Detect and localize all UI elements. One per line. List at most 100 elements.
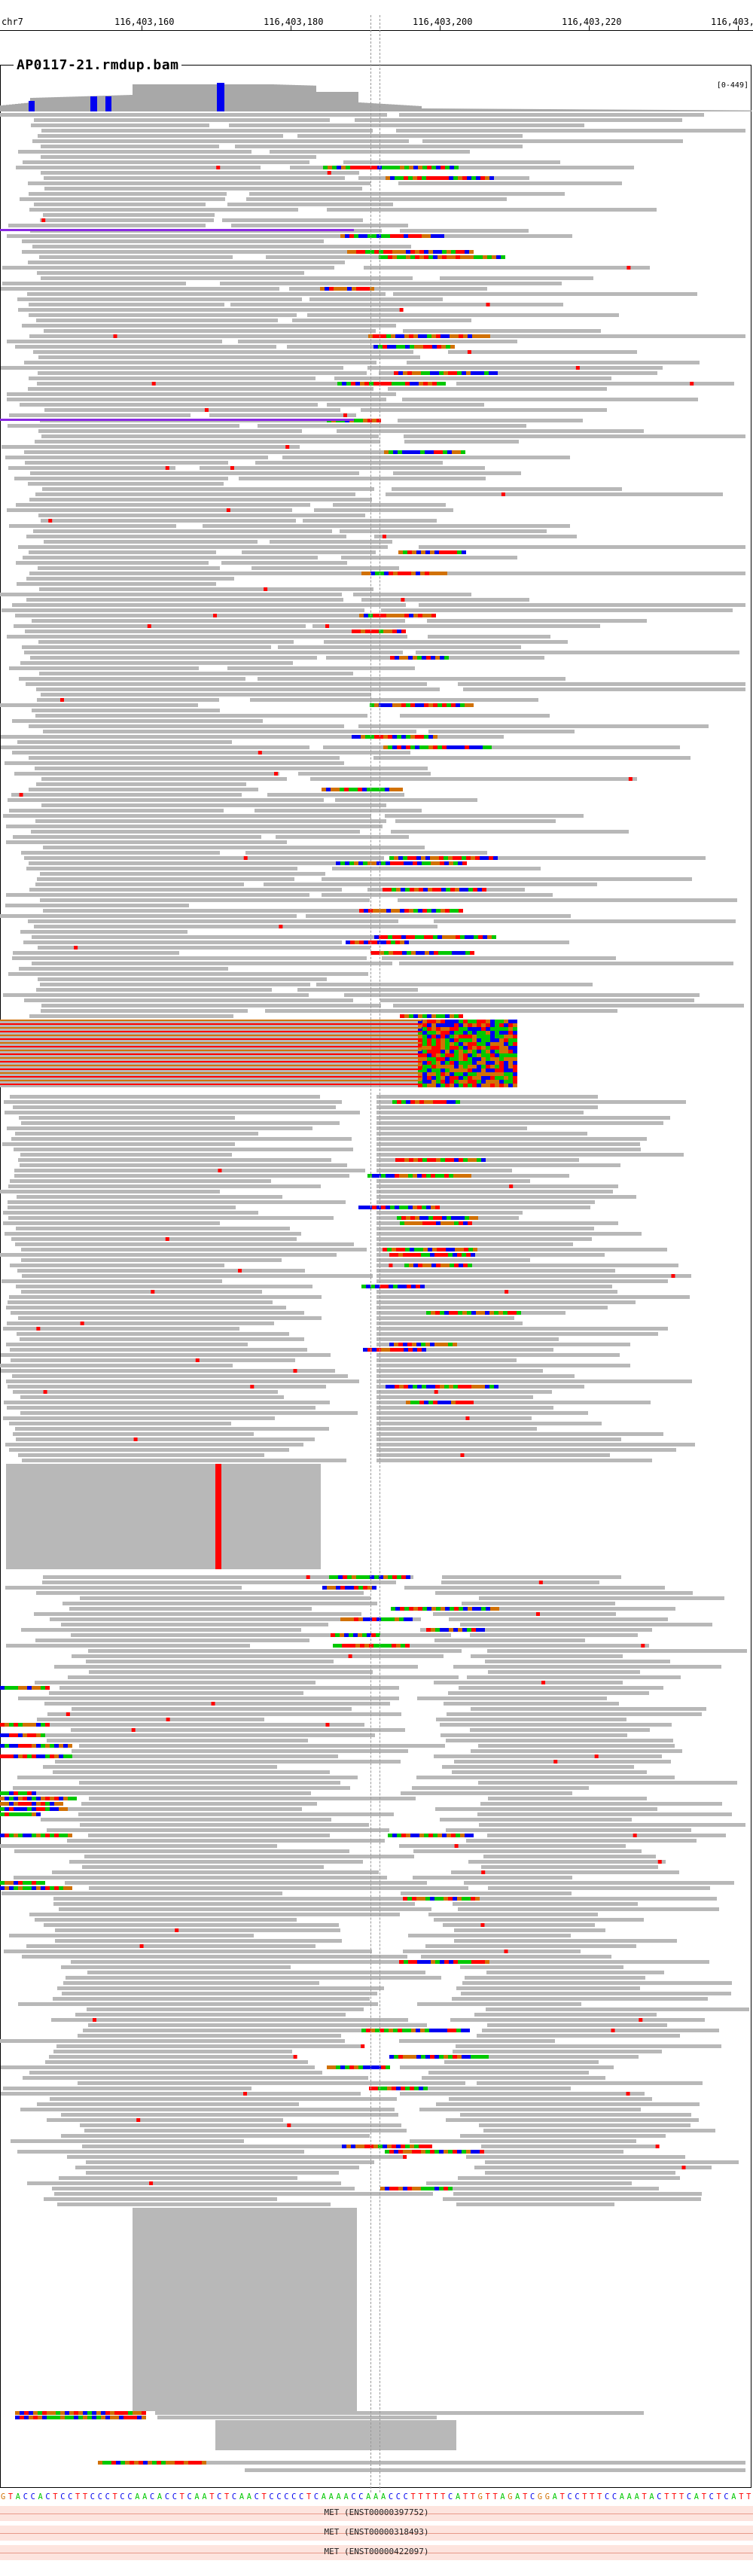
mismatch-base [513, 1035, 517, 1038]
read [227, 203, 393, 206]
mismatch-base [412, 1253, 416, 1257]
mismatch-base [477, 1035, 481, 1038]
tick-label: 116,403,220 [562, 17, 622, 27]
read [16, 1227, 290, 1230]
mismatch-base [454, 1607, 459, 1611]
read [203, 524, 570, 528]
mismatch-base [403, 2187, 407, 2190]
read [133, 2260, 357, 2264]
mismatch-base [398, 1253, 403, 1257]
read [20, 1395, 284, 1399]
mismatch-base [436, 1607, 441, 1611]
mismatch-base [513, 1061, 517, 1065]
mismatch-base [481, 1057, 486, 1061]
mismatch-base [386, 2065, 390, 2069]
mismatch-base [401, 745, 406, 749]
mismatch-base [340, 2065, 345, 2069]
mismatch-base [383, 735, 388, 739]
mismatch-base [422, 1027, 427, 1031]
mismatch-base [380, 788, 385, 791]
read [68, 1675, 459, 1679]
read [20, 197, 225, 201]
mismatch-base [430, 1253, 434, 1257]
mismatch-base [450, 1014, 454, 1018]
read-alignments[interactable] [0, 113, 751, 2485]
mismatch-base [398, 572, 402, 575]
mismatch-base [499, 1084, 504, 1087]
mismatch-base [469, 1401, 474, 1404]
mismatch-base [0, 1797, 5, 1800]
mismatch-base [412, 856, 416, 860]
mismatch-base [395, 940, 400, 944]
mismatch-base [453, 1897, 457, 1901]
mismatch-base [36, 1834, 41, 1837]
mismatch-base [513, 1084, 517, 1087]
read [133, 2257, 357, 2260]
mismatch-base [391, 614, 395, 617]
mismatch-base [392, 630, 397, 633]
read [361, 598, 529, 602]
mismatch-base [457, 371, 462, 375]
mismatch-base [436, 1038, 441, 1042]
reference-base: A [649, 2492, 654, 2501]
mismatch-base [495, 1020, 499, 1023]
read [6, 1379, 359, 1383]
gene-feature[interactable]: MET (ENST00000422097) [0, 2545, 753, 2560]
read [413, 1849, 642, 1853]
read [37, 271, 304, 275]
mismatch-base [350, 940, 355, 944]
mismatch-base [465, 1216, 469, 1220]
mismatch-base [459, 1014, 463, 1018]
mismatch-base [364, 166, 368, 169]
mismatch-base [48, 519, 53, 523]
mismatch-base [360, 2145, 364, 2148]
mismatch-base [418, 166, 422, 169]
mismatch-base [18, 1754, 23, 1758]
alignment-panel[interactable] [0, 65, 751, 2488]
read [456, 2203, 614, 2206]
mismatch-base [409, 1014, 413, 1018]
mismatch-base [450, 1264, 454, 1267]
mismatch-base [9, 1733, 14, 1737]
mismatch-base [337, 1644, 342, 1648]
mismatch-base [401, 2087, 405, 2090]
mismatch-base [476, 1311, 480, 1315]
track-title[interactable]: AP0117-21.rmdup.bam [14, 57, 182, 73]
mismatch-base [215, 1532, 221, 1535]
mismatch-base [422, 1076, 427, 1080]
read [264, 883, 597, 886]
mismatch-base [422, 1053, 427, 1057]
mismatch-base [490, 1072, 495, 1076]
mismatch-base [445, 1057, 450, 1061]
mismatch-base [508, 1080, 513, 1084]
mismatch-base [379, 630, 383, 633]
read [35, 492, 355, 496]
read [477, 1812, 732, 1816]
gene-feature[interactable]: MET (ENST00000397752) [0, 2506, 753, 2521]
mismatch-base [436, 909, 441, 913]
read [21, 1258, 282, 1262]
mismatch-base [389, 1285, 393, 1288]
read [33, 529, 332, 533]
mismatch-base [18, 1797, 23, 1800]
mismatch-base [389, 2187, 394, 2190]
read [41, 276, 413, 280]
mismatch-base [456, 2029, 461, 2032]
read [485, 2160, 739, 2164]
mismatch-base [47, 2411, 51, 2415]
mismatch-base [481, 1023, 486, 1027]
mismatch-base [376, 861, 381, 865]
read [376, 1174, 569, 1178]
gene-feature[interactable]: MET (ENST00000318493) [0, 2526, 753, 2541]
mismatch-base [363, 1206, 367, 1209]
coverage-track[interactable] [0, 78, 751, 111]
mismatch-base [358, 1206, 363, 1209]
mismatch-base [396, 1644, 401, 1648]
mismatch-base [238, 1269, 242, 1273]
coverage-bar [346, 92, 349, 111]
mismatch-base [461, 450, 465, 454]
read [133, 2351, 357, 2355]
mismatch-base [410, 255, 415, 259]
read [380, 998, 694, 1002]
mismatch-base [14, 1723, 18, 1727]
